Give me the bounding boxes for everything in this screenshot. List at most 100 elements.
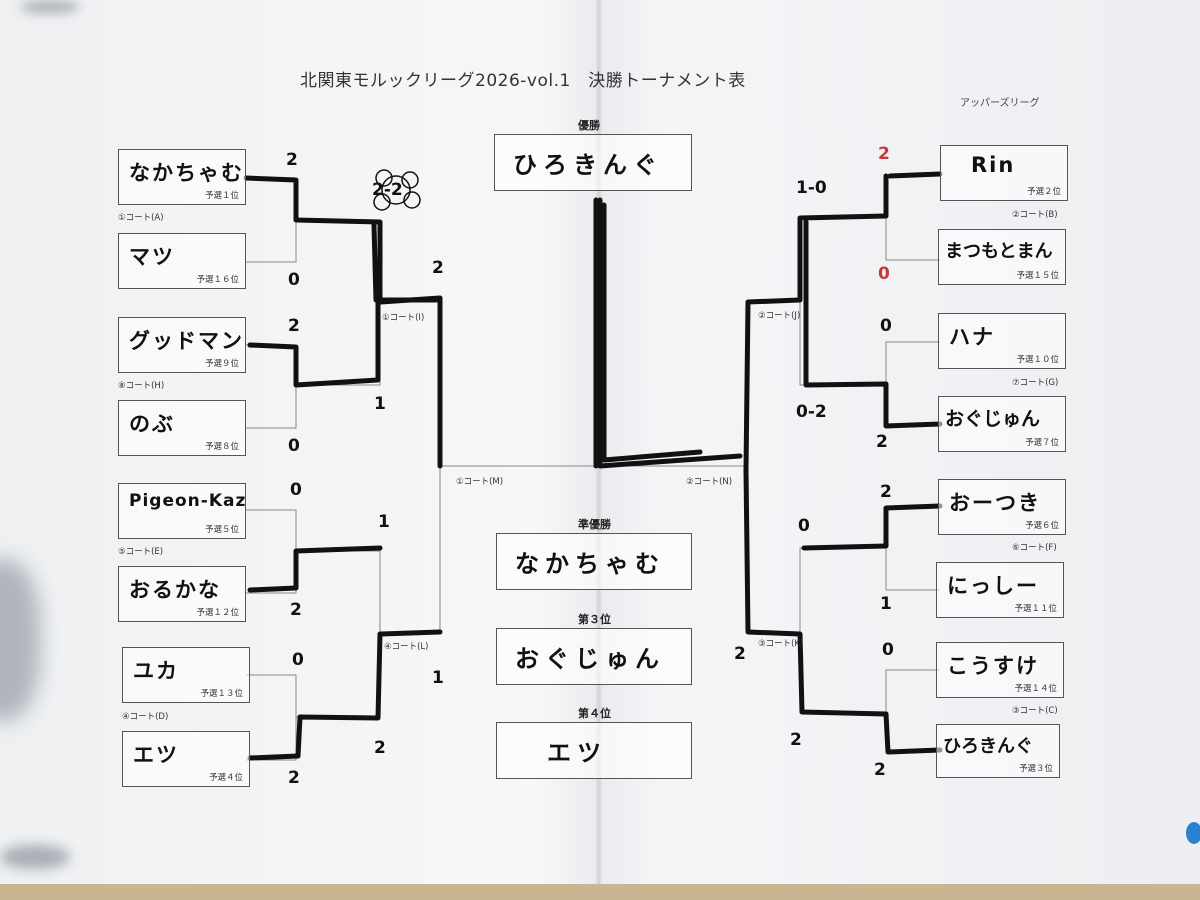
match-score: 0 <box>292 650 304 670</box>
match-score: 1 <box>378 512 390 532</box>
match-score: 2 <box>876 432 888 452</box>
match-score: 0 <box>288 436 300 456</box>
court-label: ②コート(B) <box>1012 210 1058 220</box>
player-box: まつもとまん 予選１５位 <box>938 229 1066 285</box>
player-box: グッドマン 予選９位 <box>118 317 246 373</box>
match-score: 2 <box>432 258 444 278</box>
sheet-title: 北関東モルックリーグ2026-vol.1 決勝トーナメント表 <box>300 71 746 91</box>
player-seed: 予選８位 <box>204 442 239 452</box>
court-label: ⑥コート(F) <box>1012 543 1057 553</box>
champion-label: 優勝 <box>578 119 600 132</box>
player-seed: 予選１５位 <box>1016 271 1059 281</box>
match-score: 1 <box>432 668 444 688</box>
match-score: 0-2 <box>796 402 827 422</box>
third-box: おぐじゅん <box>496 628 692 685</box>
player-seed: 予選１１位 <box>1014 604 1057 614</box>
player-box: こうすけ 予選１４位 <box>936 642 1064 698</box>
player-name: エツ <box>133 743 179 767</box>
third-label: 第３位 <box>578 613 611 626</box>
player-name: ユカ <box>133 659 179 683</box>
player-box: にっしー 予選１１位 <box>936 562 1064 618</box>
match-score: 2 <box>290 600 302 620</box>
match-score: 0 <box>878 264 890 284</box>
court-label: ④コート(D) <box>122 712 169 722</box>
court-label: ④コート(L) <box>384 642 429 652</box>
player-box: Rin 予選２位 <box>940 145 1068 201</box>
fourth-box: エツ <box>496 722 692 779</box>
third-name: おぐじゅん <box>515 645 665 673</box>
match-score: 0 <box>288 270 300 290</box>
court-label: ③コート(K) <box>758 639 804 649</box>
match-score: 2-2 <box>372 180 403 200</box>
shadow <box>0 845 70 869</box>
player-seed: 予選３位 <box>1018 764 1053 774</box>
player-seed: 予選２位 <box>1026 187 1061 197</box>
player-name: マツ <box>129 245 175 269</box>
player-seed: 予選１６位 <box>196 275 239 285</box>
match-score: 0 <box>880 316 892 336</box>
player-box: マツ 予選１６位 <box>118 233 246 289</box>
court-label: ②コート(N) <box>686 477 733 487</box>
player-box: なかちゃむ 予選１位 <box>118 149 246 205</box>
player-name: グッドマン <box>129 329 244 353</box>
player-box: おぐじゅん 予選７位 <box>938 396 1066 452</box>
court-label: ③コート(C) <box>1012 706 1058 716</box>
player-seed: 予選９位 <box>204 359 239 369</box>
match-score: 2 <box>880 482 892 502</box>
player-seed: 予選１３位 <box>200 689 243 699</box>
player-box: のぶ 予選８位 <box>118 400 246 456</box>
match-score: 1 <box>374 394 386 414</box>
player-name: おーつき <box>949 491 1041 515</box>
player-seed: 予選１位 <box>204 191 239 201</box>
match-score: 2 <box>288 316 300 336</box>
player-box: おるかな 予選１２位 <box>118 566 246 622</box>
court-label: ②コート(J) <box>758 311 801 321</box>
player-name: ハナ <box>949 325 995 349</box>
shadow <box>20 0 80 14</box>
champion-name: ひろきんぐ <box>513 151 663 179</box>
fourth-label: 第４位 <box>578 707 611 720</box>
court-label: ⑧コート(H) <box>118 381 165 391</box>
runner-up-box: なかちゃむ <box>496 533 692 590</box>
runner-up-label: 準優勝 <box>578 518 611 531</box>
player-box: おーつき 予選６位 <box>938 479 1066 535</box>
player-box: ハナ 予選１０位 <box>938 313 1066 369</box>
player-name: Pigeon-Kaz <box>129 491 247 511</box>
player-seed: 予選１２位 <box>196 608 239 618</box>
player-seed: 予選５位 <box>204 525 239 535</box>
match-score: 2 <box>374 738 386 758</box>
runner-up-name: なかちゃむ <box>515 550 665 578</box>
player-name: なかちゃむ <box>129 161 244 185</box>
player-name: のぶ <box>129 412 175 436</box>
push-pin-icon <box>1186 822 1200 844</box>
match-score: 2 <box>874 760 886 780</box>
match-score: 0 <box>882 640 894 660</box>
player-name: ひろきんぐ <box>943 736 1033 757</box>
league-name: アッパーズリーグ <box>960 98 1040 109</box>
court-label: ①コート(I) <box>382 313 425 323</box>
match-score: 2 <box>286 150 298 170</box>
champion-box: ひろきんぐ <box>494 134 692 191</box>
player-seed: 予選６位 <box>1024 521 1059 531</box>
player-seed: 予選４位 <box>208 773 243 783</box>
match-score: 1 <box>880 594 892 614</box>
player-name: おぐじゅん <box>945 408 1041 430</box>
player-seed: 予選７位 <box>1024 438 1059 448</box>
player-name: にっしー <box>947 574 1039 598</box>
court-label: ①コート(A) <box>118 213 164 223</box>
court-label: ⑦コート(G) <box>1012 378 1059 388</box>
fourth-name: エツ <box>547 739 607 767</box>
player-name: おるかな <box>129 578 221 602</box>
player-box: エツ 予選４位 <box>122 731 250 787</box>
player-seed: 予選１４位 <box>1014 684 1057 694</box>
match-score: 2 <box>734 644 746 664</box>
match-score: 2 <box>878 144 890 164</box>
player-box: Pigeon-Kaz 予選５位 <box>118 483 246 539</box>
shadow <box>0 560 40 720</box>
match-score: 2 <box>288 768 300 788</box>
player-name: こうすけ <box>947 654 1039 678</box>
court-label: ⑤コート(E) <box>118 547 164 557</box>
player-name: Rin <box>971 153 1016 177</box>
